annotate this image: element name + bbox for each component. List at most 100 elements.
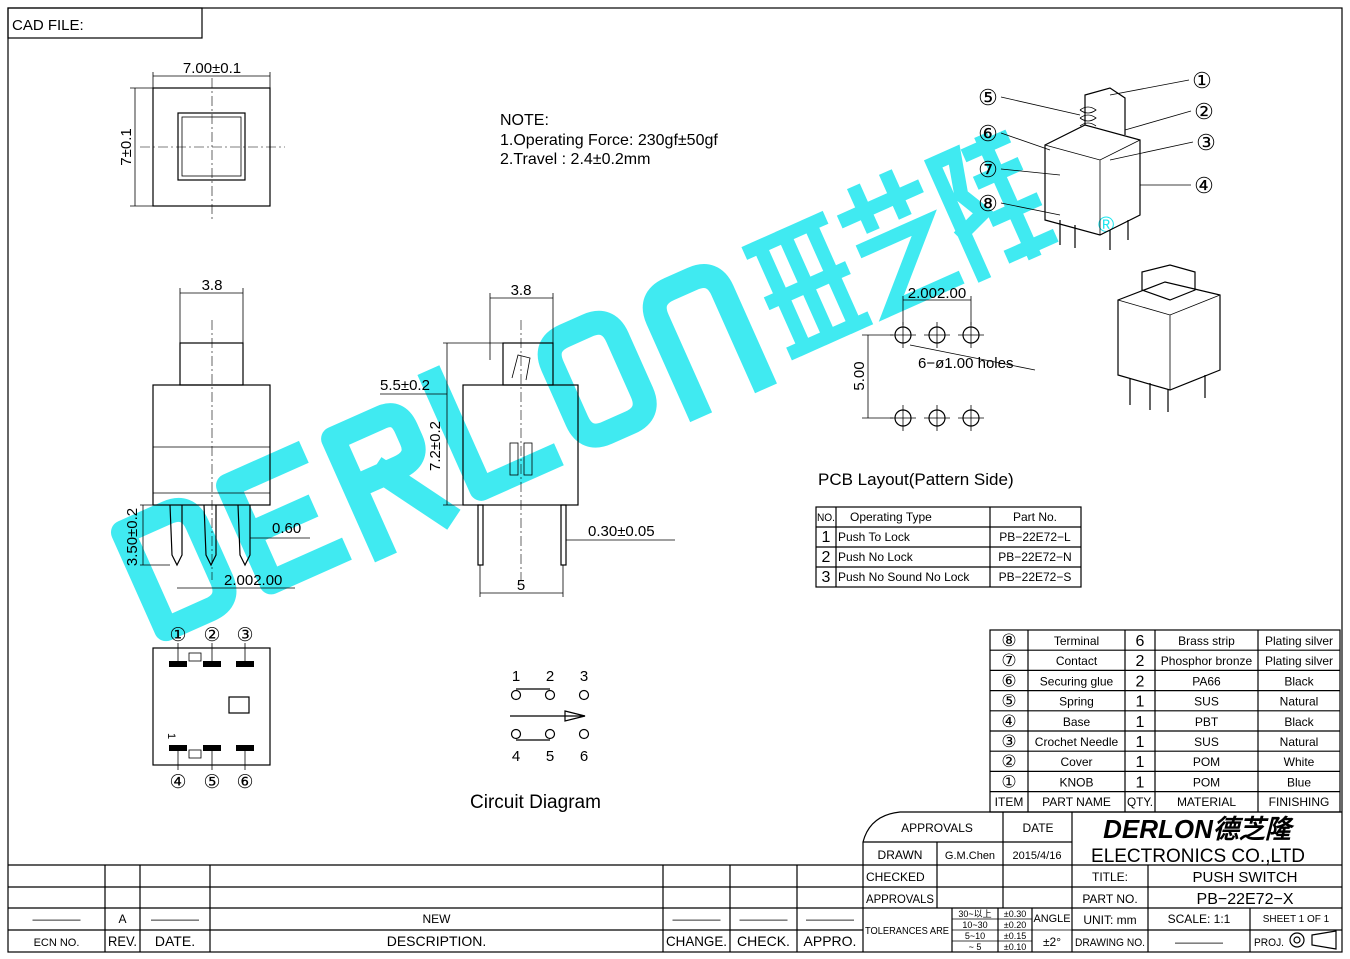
drawn-by: G.M.Chen — [945, 850, 995, 862]
parts-item: ① — [1001, 772, 1016, 791]
revision-header: CHANGE. — [666, 933, 727, 949]
circuit-diagram-title: Circuit Diagram — [470, 792, 601, 813]
company-name: ELECTRONICS CO.,LTD — [1091, 846, 1305, 867]
parts-finishing: Black — [1284, 715, 1314, 729]
parts-table-header: PART NAME — [1042, 795, 1111, 809]
callout-label-1: ① — [1192, 68, 1212, 93]
parts-finishing: Black — [1284, 674, 1314, 688]
note-title: NOTE: — [500, 112, 549, 129]
pin-pad — [236, 745, 254, 751]
cad-file-box — [7, 7, 203, 39]
rule-line — [1000, 168, 1061, 176]
type-table-header-type: Operating Type — [850, 510, 932, 524]
circuit-pin-label: 4 — [512, 748, 520, 765]
type-table-part: PB−22E72−S — [999, 570, 1072, 584]
pin-pad — [236, 661, 254, 667]
parts-name: Crochet Needle — [1035, 735, 1119, 749]
type-table-header-no: NO. — [817, 512, 835, 524]
drawn-label: DRAWN — [878, 848, 923, 862]
projection-symbol-icon — [1293, 936, 1301, 944]
revision-header: REV. — [108, 933, 137, 949]
parts-item: ④ — [1001, 712, 1016, 731]
parts-qty: 1 — [1136, 694, 1145, 711]
parts-item: ⑦ — [1001, 651, 1016, 670]
circuit-pin-label: 5 — [546, 748, 554, 765]
dim-front-knob: 3.8 — [202, 277, 223, 294]
drawn-date: 2015/4/16 — [1013, 850, 1062, 862]
parts-material: POM — [1193, 755, 1220, 769]
parts-name: Terminal — [1054, 634, 1099, 648]
dim-side-knob: 3.8 — [511, 282, 532, 299]
parts-qty: 2 — [1136, 673, 1145, 690]
note-line-1: 1.Operating Force: 230gf±50gf — [500, 132, 718, 149]
parts-table-header: FINISHING — [1269, 795, 1330, 809]
pcb-layout-title: PCB Layout(Pattern Side) — [818, 470, 1014, 489]
circuit-pin-label: 2 — [546, 668, 554, 685]
watermark-letter-r — [321, 403, 461, 563]
parts-qty: 1 — [1136, 734, 1145, 751]
bottom-pin-label: ① — [169, 625, 186, 646]
circuit-terminal — [510, 728, 522, 740]
tolerance-range: 5~10 — [965, 931, 985, 941]
side-view — [380, 293, 675, 597]
revision-cell: ———— — [673, 912, 721, 926]
dim-pcb-holes: 6−ø1.00 holes — [918, 355, 1014, 372]
cad-file-label: CAD FILE: — [12, 17, 84, 34]
scale-label: SCALE: 1:1 — [1168, 912, 1231, 926]
dim-side-body-height: 7.2±0.2 — [427, 421, 444, 471]
rule-line — [1124, 110, 1192, 131]
pin-pad — [203, 745, 221, 751]
watermark-letter-o — [537, 310, 657, 448]
circuit-terminal — [578, 728, 590, 740]
revision-header: DESCRIPTION. — [387, 933, 487, 949]
parts-material: PBT — [1195, 715, 1219, 729]
callout-label-2: ② — [1194, 99, 1214, 124]
circuit-terminal — [510, 689, 522, 701]
rule-line — [1109, 141, 1194, 161]
parts-qty: 1 — [1136, 714, 1145, 731]
parts-finishing: Plating silver — [1265, 634, 1333, 648]
type-table-no: 3 — [822, 569, 831, 586]
tolerance-value: ±0.30 — [1004, 909, 1026, 919]
dim-side-pin-width: 0.30±0.05 — [588, 523, 655, 540]
angle-label: ANGLE — [1034, 913, 1071, 925]
watermark-letter-n — [642, 264, 777, 423]
parts-name: Cover — [1060, 755, 1092, 769]
revision-header: APPRO. — [804, 933, 857, 949]
type-table-type: Push No Sound No Lock — [838, 570, 970, 584]
type-table-header-part: Part No. — [1013, 510, 1057, 524]
angle-value: ±2° — [1043, 935, 1061, 949]
company-logo: DERLON德芝隆 — [1103, 814, 1295, 844]
front-view — [140, 288, 310, 589]
projection-cone-icon — [1311, 930, 1337, 950]
unit-label: UNIT: mm — [1083, 913, 1136, 927]
top-view — [130, 72, 285, 220]
dim-side-knob-height: 5.5±0.2 — [380, 377, 430, 394]
pcb-layout — [862, 296, 1036, 431]
bottom-pin-label: ⑤ — [203, 772, 220, 793]
parts-material: PA66 — [1192, 674, 1221, 688]
tolerances-label: TOLERANCES ARE — [865, 926, 949, 937]
drawing-no: ———— — [1175, 935, 1223, 949]
watermark-letter-l — [417, 365, 564, 501]
dim-front-pin-length: 3.50±0.2 — [124, 508, 141, 566]
parts-material: SUS — [1194, 735, 1219, 749]
parts-finishing: Natural — [1280, 735, 1319, 749]
callout-label-5: ⑤ — [978, 85, 998, 110]
revision-cell: ———— — [740, 912, 788, 926]
projection-label: PROJ. — [1254, 937, 1284, 949]
parts-finishing: Natural — [1280, 695, 1319, 709]
watermark-cjk-1 — [741, 210, 874, 361]
dim-front-pin-width: 0.60 — [272, 520, 301, 537]
parts-material: POM — [1193, 775, 1220, 789]
parts-finishing: Blue — [1287, 775, 1311, 789]
rule-line — [1000, 202, 1061, 216]
parts-table-header: QTY. — [1127, 795, 1153, 809]
parts-name: Contact — [1056, 654, 1098, 668]
